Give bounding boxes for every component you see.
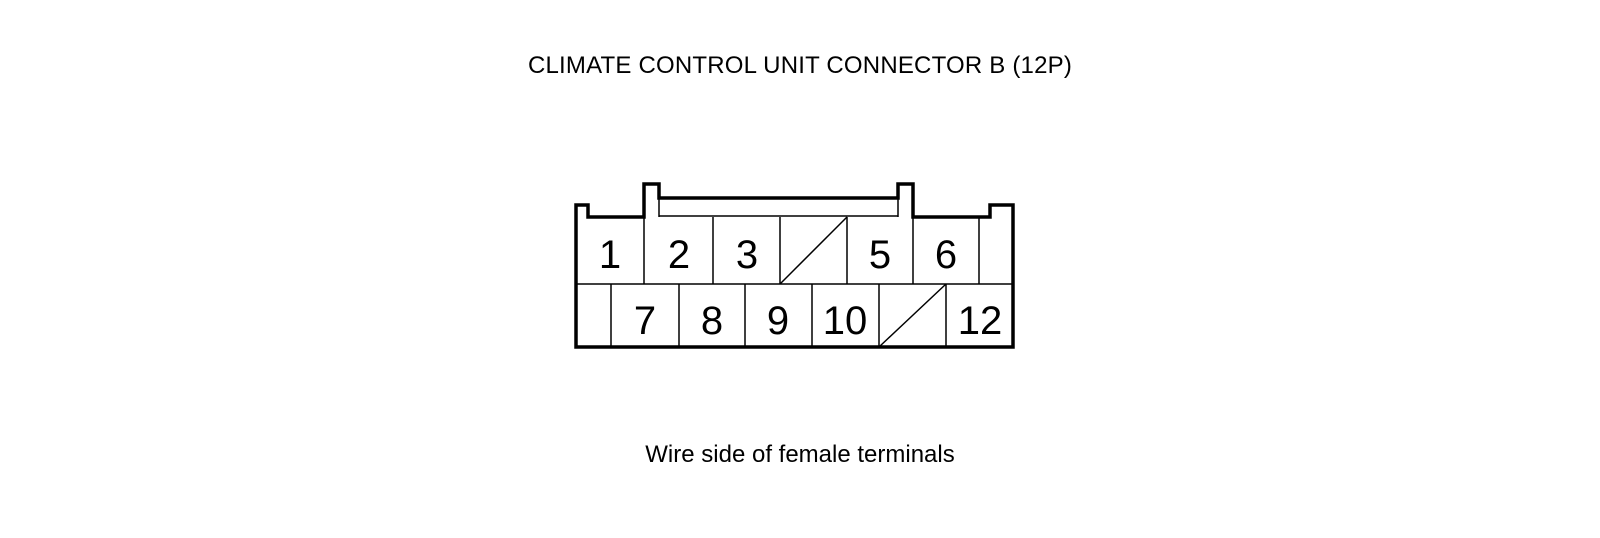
top-row-dividers xyxy=(643,217,980,284)
diagram-title: CLIMATE CONTROL UNIT CONNECTOR B (12P) xyxy=(527,52,1073,79)
empty-cavity-slash-11 xyxy=(878,283,947,348)
empty-cavity-slash-4 xyxy=(779,216,848,285)
terminal-number: 3 xyxy=(736,233,758,277)
terminal-number: 8 xyxy=(701,299,723,343)
diagram-caption: Wire side of female terminals xyxy=(645,441,955,468)
terminal-number: 7 xyxy=(634,299,656,343)
terminal-number: 2 xyxy=(668,233,690,277)
terminal-number: 6 xyxy=(935,233,957,277)
terminal-number: 9 xyxy=(767,299,789,343)
terminal-number: 5 xyxy=(869,233,891,277)
terminal-number: 10 xyxy=(823,299,868,343)
terminal-number: 1 xyxy=(599,233,621,277)
terminal-number: 12 xyxy=(958,299,1003,343)
bottom-row-dividers xyxy=(610,284,947,347)
